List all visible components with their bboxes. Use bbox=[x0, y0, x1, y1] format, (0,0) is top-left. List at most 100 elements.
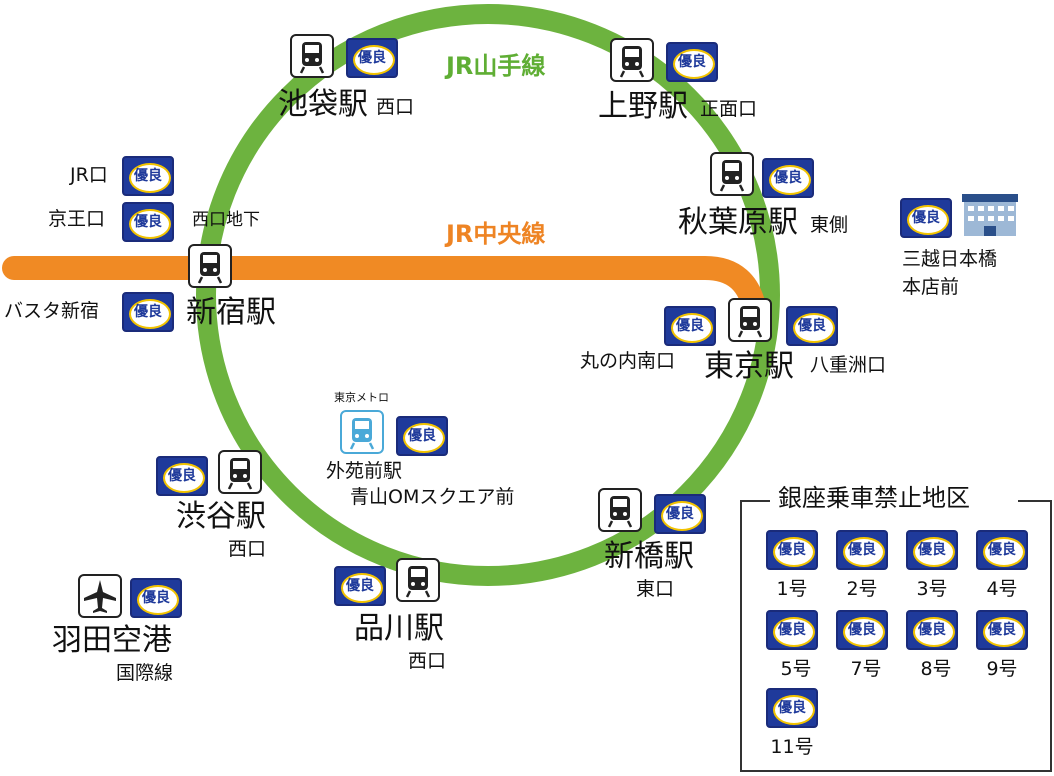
akihabara-exit: 東側 bbox=[810, 214, 849, 236]
ginza-spot-2: 2号 bbox=[846, 578, 878, 600]
yuryo-badge-icon[interactable]: 優良 bbox=[130, 578, 182, 618]
ginza-spot-4: 4号 bbox=[986, 578, 1018, 600]
ginza-spot-11: 11号 bbox=[770, 736, 814, 758]
yamanote-line bbox=[196, 4, 780, 586]
tokyo-station-name: 東京駅 bbox=[704, 349, 794, 384]
ginza-area-box bbox=[740, 500, 1052, 772]
badge-label: 優良 bbox=[358, 50, 386, 66]
shinjuku-exit-keio: 京王口 bbox=[48, 208, 106, 230]
metro-train-icon[interactable] bbox=[340, 410, 384, 454]
shinagawa-exit: 西口 bbox=[408, 650, 447, 672]
yuryo-badge-icon[interactable]: 優良 bbox=[156, 456, 208, 496]
shinjuku-station-name: 新宿駅 bbox=[186, 295, 276, 330]
shinjuku-exit-busta: バスタ新宿 bbox=[4, 300, 100, 322]
badge-label: 優良 bbox=[774, 170, 802, 186]
mitsukoshi-name-line2: 本店前 bbox=[902, 276, 960, 298]
badge-label: 優良 bbox=[798, 318, 826, 334]
train-icon[interactable] bbox=[598, 488, 642, 532]
ueno-station-name: 上野駅 bbox=[598, 89, 688, 124]
badge-label: 優良 bbox=[134, 214, 162, 230]
gaienmae-operator: 東京メトロ bbox=[334, 391, 389, 404]
yuryo-badge-icon[interactable]: 優良 bbox=[766, 530, 818, 570]
shibuya-exit: 西口 bbox=[228, 538, 267, 560]
shinagawa-station-name: 品川駅 bbox=[354, 611, 444, 646]
yuryo-badge-icon[interactable]: 優良 bbox=[836, 610, 888, 650]
yuryo-badge-icon[interactable]: 優良 bbox=[664, 306, 716, 346]
yuryo-badge-icon[interactable]: 優良 bbox=[976, 530, 1028, 570]
ginza-spot-5: 5号 bbox=[780, 658, 812, 680]
badge-label: 優良 bbox=[134, 168, 162, 184]
department-store-icon bbox=[960, 190, 1020, 236]
yuryo-badge-icon[interactable]: 優良 bbox=[762, 158, 814, 198]
ginza-area-title: 銀座乗車禁止地区 bbox=[778, 484, 970, 512]
ikebukuro-station-name: 池袋駅 bbox=[278, 87, 368, 122]
yuryo-badge-icon[interactable]: 優良 bbox=[654, 494, 706, 534]
badge-label: 優良 bbox=[676, 318, 704, 334]
badge-label: 優良 bbox=[168, 468, 196, 484]
chuo-line-label: JR中央線 bbox=[446, 220, 546, 248]
yuryo-badge-icon[interactable]: 優良 bbox=[900, 198, 952, 238]
gaienmae-exit: 青山OMスクエア前 bbox=[350, 486, 515, 508]
badge-label: 優良 bbox=[848, 542, 876, 558]
train-icon[interactable] bbox=[710, 152, 754, 196]
ginza-spot-3: 3号 bbox=[916, 578, 948, 600]
badge-label: 優良 bbox=[678, 54, 706, 70]
badge-label: 優良 bbox=[778, 622, 806, 638]
shibuya-station-name: 渋谷駅 bbox=[176, 499, 266, 534]
train-icon[interactable] bbox=[188, 244, 232, 288]
yuryo-badge-icon[interactable]: 優良 bbox=[786, 306, 838, 346]
train-icon[interactable] bbox=[290, 34, 334, 78]
mitsukoshi-name-line1: 三越日本橋 bbox=[902, 248, 998, 270]
yuryo-badge-icon[interactable]: 優良 bbox=[122, 202, 174, 242]
train-icon[interactable] bbox=[218, 450, 262, 494]
haneda-exit: 国際線 bbox=[116, 662, 174, 684]
ginza-spot-7: 7号 bbox=[850, 658, 882, 680]
yuryo-badge-icon[interactable]: 優良 bbox=[334, 566, 386, 606]
badge-label: 優良 bbox=[778, 542, 806, 558]
shinjuku-exit-jr: JR口 bbox=[70, 164, 108, 186]
badge-label: 優良 bbox=[918, 542, 946, 558]
yamanote-line-label: JR山手線 bbox=[446, 52, 546, 80]
badge-label: 優良 bbox=[988, 622, 1016, 638]
badge-label: 優良 bbox=[142, 590, 170, 606]
train-icon[interactable] bbox=[728, 298, 772, 342]
airplane-icon[interactable] bbox=[78, 574, 122, 618]
yuryo-badge-icon[interactable]: 優良 bbox=[122, 292, 174, 332]
tokyo-exit-marunouchi: 丸の内南口 bbox=[580, 350, 676, 372]
train-icon[interactable] bbox=[610, 38, 654, 82]
badge-label: 優良 bbox=[918, 622, 946, 638]
yuryo-badge-icon[interactable]: 優良 bbox=[396, 416, 448, 456]
gaienmae-station-name: 外苑前駅 bbox=[326, 460, 403, 482]
shimbashi-exit: 東口 bbox=[636, 578, 675, 600]
yuryo-badge-icon[interactable]: 優良 bbox=[906, 610, 958, 650]
yuryo-badge-icon[interactable]: 優良 bbox=[766, 688, 818, 728]
shinjuku-exit-west-underground: 西口地下 bbox=[192, 210, 260, 230]
ginza-spot-1: 1号 bbox=[776, 578, 808, 600]
ueno-exit: 正面口 bbox=[700, 98, 758, 120]
badge-label: 優良 bbox=[666, 506, 694, 522]
ginza-box-top-right bbox=[1018, 500, 1052, 502]
yuryo-badge-icon[interactable]: 優良 bbox=[836, 530, 888, 570]
ikebukuro-exit: 西口 bbox=[376, 96, 415, 118]
ginza-spot-9: 9号 bbox=[986, 658, 1018, 680]
badge-label: 優良 bbox=[134, 304, 162, 320]
badge-label: 優良 bbox=[778, 700, 806, 716]
badge-label: 優良 bbox=[912, 210, 940, 226]
yuryo-badge-icon[interactable]: 優良 bbox=[906, 530, 958, 570]
badge-label: 優良 bbox=[988, 542, 1016, 558]
badge-label: 優良 bbox=[408, 428, 436, 444]
yuryo-badge-icon[interactable]: 優良 bbox=[346, 38, 398, 78]
ginza-spot-8: 8号 bbox=[920, 658, 952, 680]
yuryo-badge-icon[interactable]: 優良 bbox=[766, 610, 818, 650]
haneda-name: 羽田空港 bbox=[52, 623, 172, 658]
tokyo-exit-yaesu: 八重洲口 bbox=[810, 354, 887, 376]
badge-label: 優良 bbox=[848, 622, 876, 638]
shimbashi-station-name: 新橋駅 bbox=[604, 539, 694, 574]
yuryo-badge-icon[interactable]: 優良 bbox=[666, 42, 718, 82]
ginza-box-top-left bbox=[740, 500, 770, 502]
yuryo-badge-icon[interactable]: 優良 bbox=[122, 156, 174, 196]
yuryo-badge-icon[interactable]: 優良 bbox=[976, 610, 1028, 650]
akihabara-station-name: 秋葉原駅 bbox=[678, 205, 798, 240]
badge-label: 優良 bbox=[346, 578, 374, 594]
train-icon[interactable] bbox=[396, 558, 440, 602]
